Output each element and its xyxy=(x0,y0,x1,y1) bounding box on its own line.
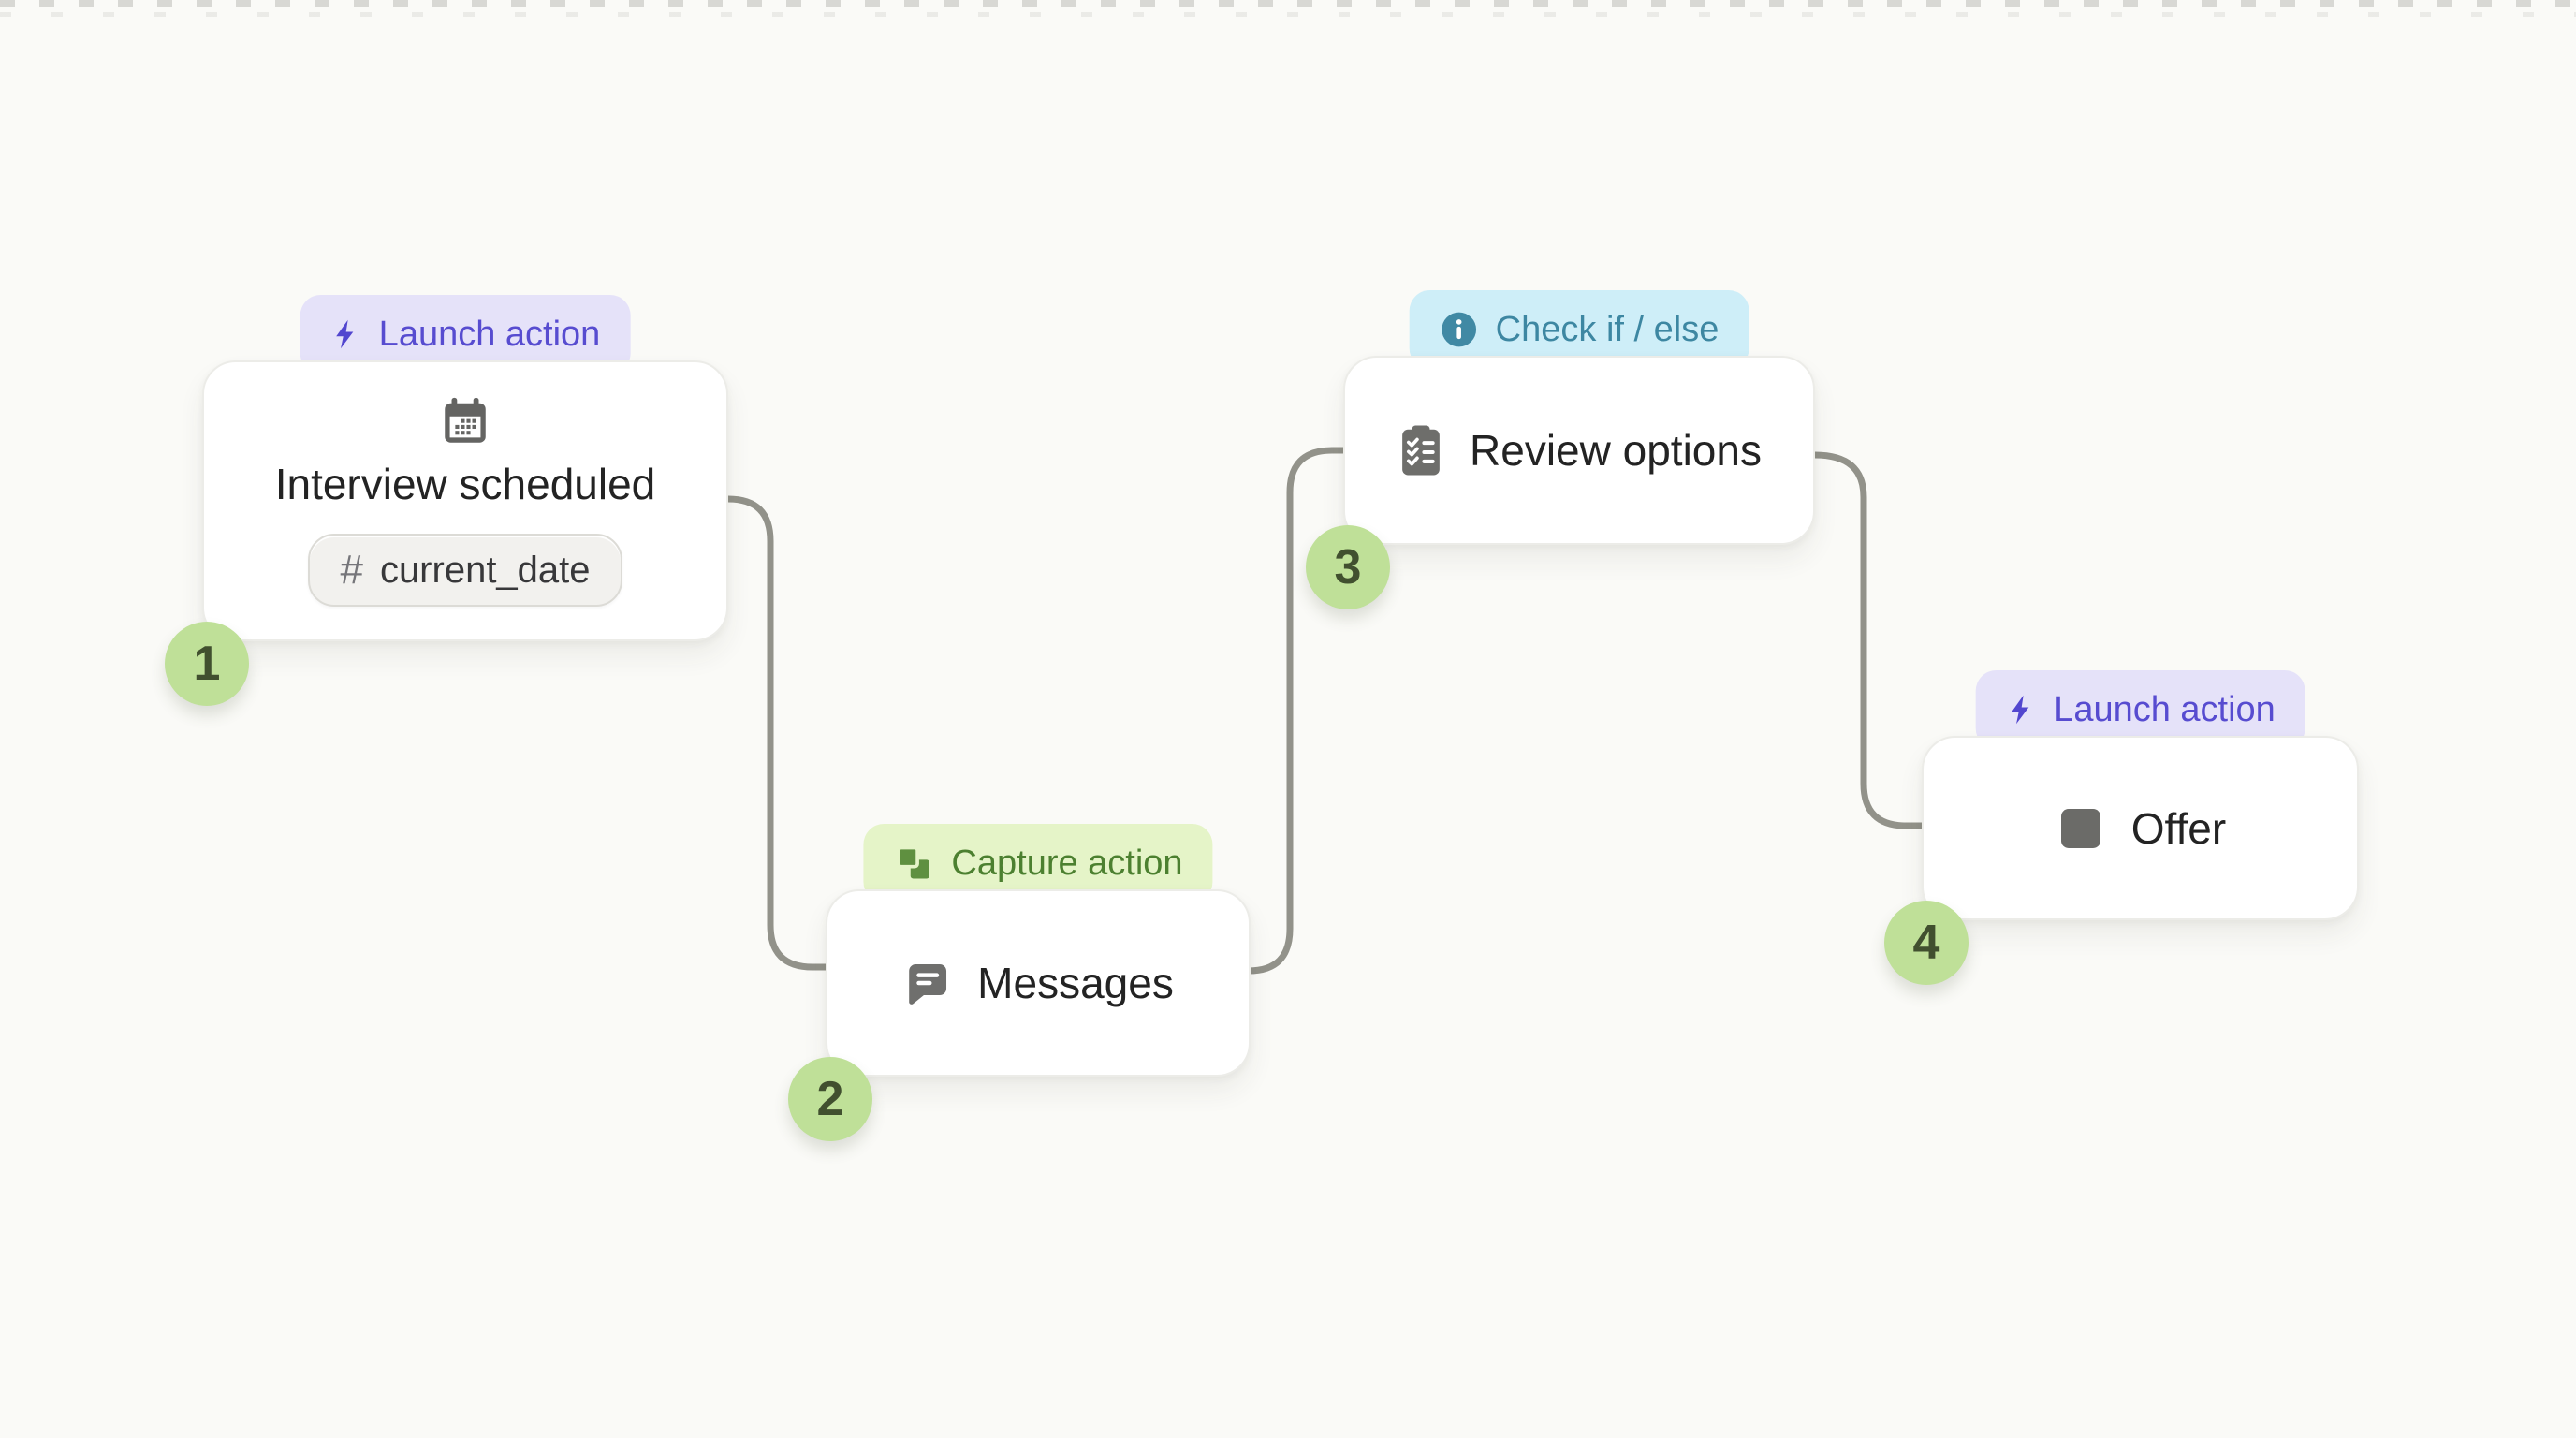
badge-label: Launch action xyxy=(378,314,601,354)
node-title: Review options xyxy=(1470,426,1762,475)
workflow-node-offer: Launch action Offer 4 xyxy=(1884,670,2359,985)
badge-label: Launch action xyxy=(2054,689,2276,729)
node-card[interactable]: Interview scheduled # current_date xyxy=(202,360,728,641)
badge-label: Check if / else xyxy=(1495,309,1720,349)
connector-2-3 xyxy=(1245,447,1350,975)
lightning-icon xyxy=(336,319,354,349)
calendar-icon xyxy=(445,397,486,443)
variable-tag-label: current_date xyxy=(379,549,591,591)
workflow-node-review-options: Check if / else Review options 3 xyxy=(1306,290,1815,609)
node-card[interactable]: Review options xyxy=(1343,356,1815,545)
variable-tag-current-date[interactable]: # current_date xyxy=(308,534,622,607)
node-title: Interview scheduled xyxy=(274,460,656,508)
top-edge-artifact xyxy=(0,12,2576,17)
connector-3-4 xyxy=(1811,451,1928,829)
workflow-node-interview-scheduled: Launch action Interview scheduled # curr… xyxy=(165,295,728,706)
step-number-badge: 2 xyxy=(788,1057,872,1141)
hash-icon: # xyxy=(340,547,363,593)
info-icon xyxy=(1442,312,1477,347)
node-card[interactable]: Offer xyxy=(1922,736,2359,920)
checklist-clipboard-icon xyxy=(1402,425,1440,476)
connector-1-2 xyxy=(724,495,833,971)
lightning-icon xyxy=(2011,695,2028,725)
node-card[interactable]: Messages xyxy=(826,889,1251,1077)
step-number-badge: 4 xyxy=(1884,901,1969,985)
chat-bubble-icon xyxy=(909,963,947,1005)
top-edge-artifact xyxy=(0,0,2576,7)
badge-label: Capture action xyxy=(951,843,1183,883)
node-title: Offer xyxy=(2130,803,2227,853)
node-title: Messages xyxy=(977,959,1174,1007)
workflow-node-messages: Capture action Messages 2 xyxy=(788,824,1251,1141)
step-number-badge: 3 xyxy=(1306,525,1390,609)
capture-icon xyxy=(897,845,929,879)
step-number-badge: 1 xyxy=(165,622,249,706)
square-icon xyxy=(2060,808,2100,848)
